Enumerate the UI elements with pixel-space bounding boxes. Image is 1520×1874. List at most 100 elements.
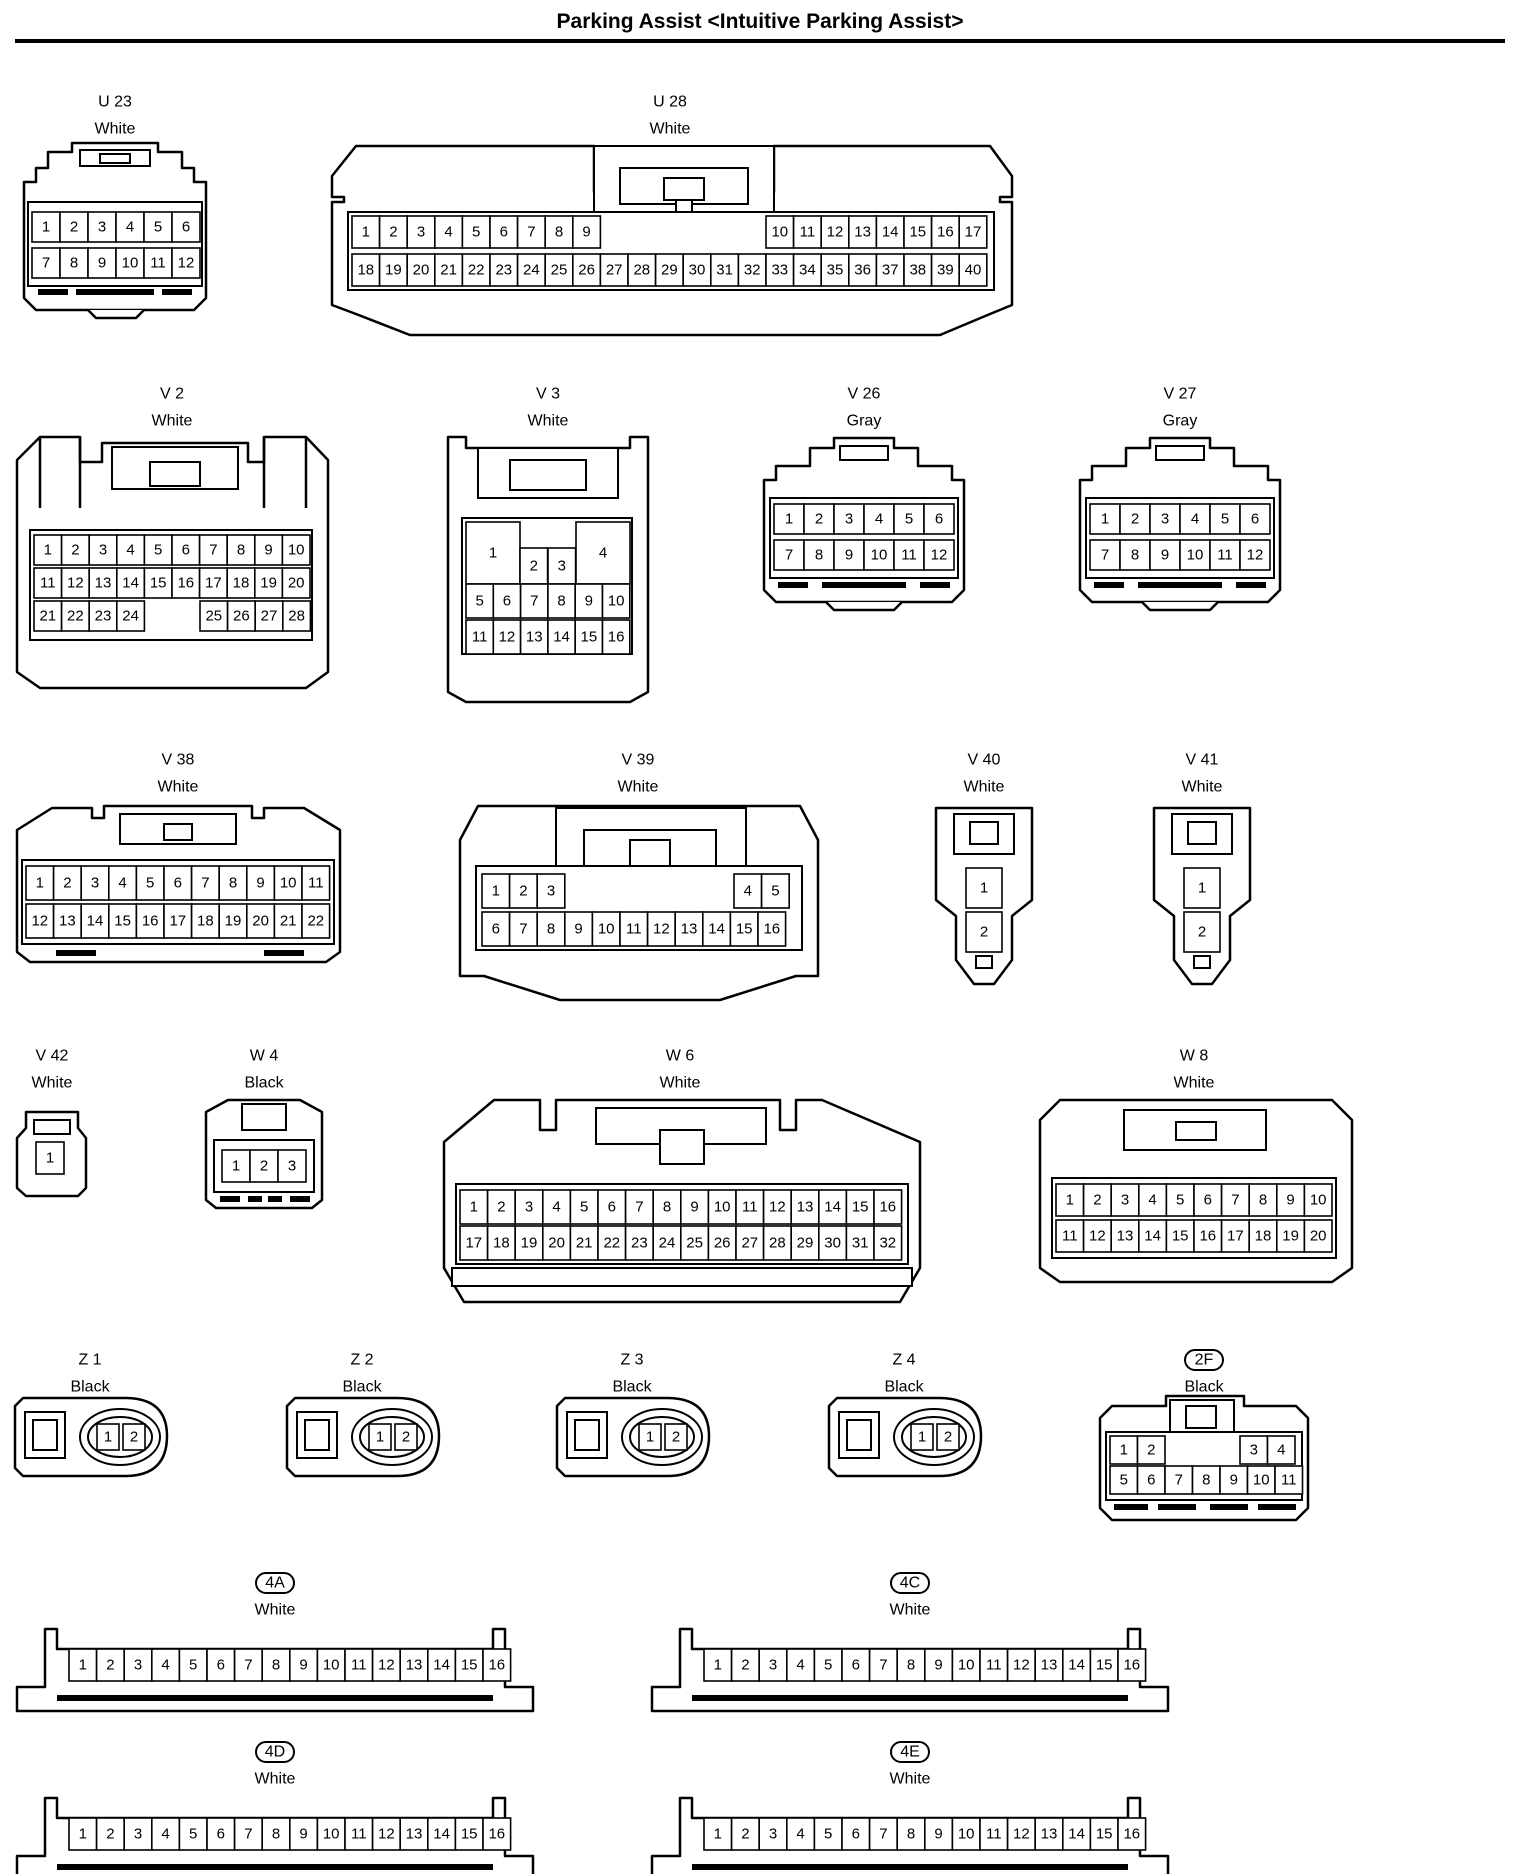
connector-id-badge	[890, 1741, 930, 1763]
pin-number: 29	[661, 262, 678, 279]
pin-number: 15	[150, 575, 167, 592]
pin-cell-large	[575, 521, 631, 585]
pin-cell	[1220, 1183, 1250, 1217]
latch-rib	[1094, 582, 1124, 588]
pin-number: 15	[581, 629, 598, 646]
pin-cell	[261, 1817, 291, 1851]
pin-number: 14	[882, 224, 899, 241]
pin-number: 6	[492, 921, 500, 938]
latch-rib	[290, 1196, 310, 1202]
pin-cell	[619, 911, 649, 947]
pin-cell	[96, 1423, 120, 1451]
pin-cell	[547, 547, 577, 585]
pin-number: 13	[1117, 1228, 1134, 1245]
latch-tab	[846, 1419, 872, 1451]
connector-id: V 42	[36, 1048, 69, 1065]
pin-number: 9	[585, 593, 593, 610]
pin-number: 15	[1096, 1657, 1113, 1674]
latch-slot	[1155, 445, 1205, 461]
pin-number: 38	[909, 262, 926, 279]
pin-cell	[833, 539, 865, 571]
pin-number: 2	[1147, 1442, 1155, 1459]
latch-tab	[574, 1419, 600, 1451]
pin-number: 8	[1131, 547, 1139, 564]
pin-cell	[171, 567, 201, 599]
pin-number: 2	[1198, 924, 1206, 941]
pin-number: 12	[827, 224, 844, 241]
pin-cell	[664, 1423, 688, 1451]
connector-color: White	[964, 779, 1005, 796]
connector-color: White	[158, 779, 199, 796]
pin-number: 3	[417, 224, 425, 241]
pin-cell	[574, 619, 604, 655]
pin-cell	[206, 1817, 236, 1851]
pin-cell	[903, 215, 933, 249]
latch-rib	[56, 950, 96, 956]
pin-number: 21	[576, 1235, 593, 1252]
pin-number: 19	[1282, 1228, 1299, 1245]
pin-number: 14	[1068, 1826, 1085, 1843]
pin-number: 6	[182, 542, 190, 559]
pin-number: 10	[771, 224, 788, 241]
pin-cell	[198, 567, 229, 599]
pin-number: 14	[824, 1199, 841, 1216]
pin-cell	[1193, 1183, 1223, 1217]
pin-cell	[171, 534, 201, 566]
connector-color: White	[1182, 779, 1223, 796]
pin-cell	[465, 583, 495, 619]
pin-number: 5	[146, 875, 154, 892]
pin-number: 3	[1161, 511, 1169, 528]
pin-number: 5	[189, 1657, 197, 1674]
pin-cell	[178, 1648, 208, 1682]
pin-cell	[1110, 1183, 1140, 1217]
pin-cell	[654, 253, 684, 287]
latch-rib	[1138, 582, 1222, 588]
pin-number: 15	[909, 224, 926, 241]
pin-number: 11	[308, 875, 324, 892]
pin-number: 21	[39, 608, 56, 625]
pin-cell	[638, 1423, 662, 1451]
pin-cell	[461, 253, 491, 287]
pin-number: 16	[763, 921, 780, 938]
connector-id: 2F	[1195, 1352, 1214, 1369]
pin-cell	[351, 215, 381, 249]
pin-number: 12	[1013, 1657, 1030, 1674]
connector-color: White	[660, 1075, 701, 1092]
pin-cell	[951, 1817, 981, 1851]
pin-cell	[52, 903, 82, 939]
pin-number: 12	[1089, 1228, 1106, 1245]
pin-number: 26	[578, 262, 595, 279]
pin-number: 24	[523, 262, 540, 279]
pin-number: 16	[1123, 1657, 1140, 1674]
pin-cell	[646, 911, 676, 947]
pin-number: 15	[1172, 1228, 1189, 1245]
pin-cell	[31, 211, 61, 243]
pin-number: 5	[824, 1826, 832, 1843]
pin-cell	[143, 247, 173, 279]
pin-number: 28	[288, 608, 305, 625]
pin-cell	[730, 1648, 760, 1682]
pin-cell	[760, 873, 790, 909]
pin-cell	[519, 619, 549, 655]
pin-number: 16	[177, 575, 194, 592]
pin-number: 3	[288, 1158, 296, 1175]
pin-cell	[896, 1817, 926, 1851]
pin-cell	[873, 1189, 903, 1225]
pin-cell	[60, 567, 90, 599]
pin-cell	[936, 1423, 960, 1451]
connector-id: 4E	[900, 1744, 920, 1761]
pin-number: 4	[1277, 1442, 1285, 1459]
pin-number: 2	[980, 924, 988, 941]
pin-number: 7	[209, 542, 217, 559]
pin-cell	[591, 911, 621, 947]
pin-number: 15	[736, 921, 753, 938]
pin-cell	[845, 1189, 875, 1225]
pin-number: 2	[389, 224, 397, 241]
pin-cell	[1183, 911, 1221, 953]
connector-color: Gray	[1163, 413, 1198, 430]
connector-id: W 6	[666, 1048, 695, 1065]
pin-cell	[536, 911, 566, 947]
